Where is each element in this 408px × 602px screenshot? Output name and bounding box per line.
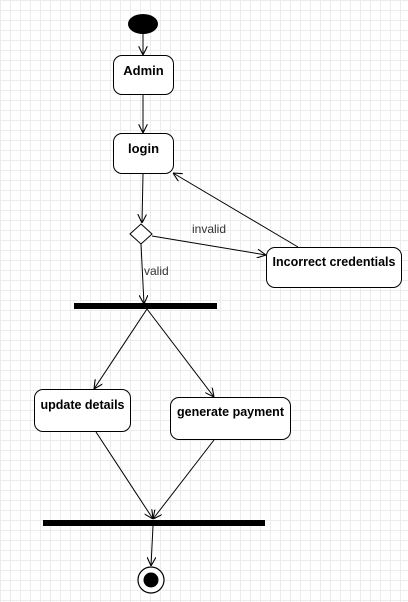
final-node-dot — [143, 572, 159, 588]
action-admin[interactable]: Admin — [113, 55, 174, 95]
edge-decision-to-fork — [141, 243, 144, 304]
edge-login-to-decision — [142, 173, 143, 223]
edge-join-to-final — [151, 525, 153, 566]
action-login[interactable]: login — [113, 133, 174, 174]
action-generate-payment[interactable]: generate payment — [170, 397, 291, 440]
action-incorrect-credentials-label: Incorrect credentials — [272, 255, 396, 269]
initial-node — [128, 14, 158, 34]
edge-fork-to-update — [94, 308, 148, 389]
decision-node — [129, 223, 153, 245]
action-login-label: login — [127, 141, 160, 156]
action-generate-payment-label: generate payment — [177, 405, 284, 419]
action-incorrect-credentials[interactable]: Incorrect credentials — [266, 247, 402, 288]
edge-decision-to-incorrect — [151, 235, 266, 255]
action-update-details[interactable]: update details — [34, 389, 131, 432]
edge-payment-to-join — [153, 439, 215, 519]
fork-bar — [74, 303, 217, 309]
join-bar — [43, 520, 265, 526]
edge-label-invalid: invalid — [192, 222, 227, 236]
edge-label-valid: valid — [144, 264, 169, 278]
edge-fork-to-payment — [146, 308, 214, 397]
action-update-details-label: update details — [40, 398, 125, 412]
edge-incorrect-to-login — [173, 173, 299, 248]
action-admin-label: Admin — [123, 63, 164, 78]
edge-update-to-join — [95, 431, 153, 519]
